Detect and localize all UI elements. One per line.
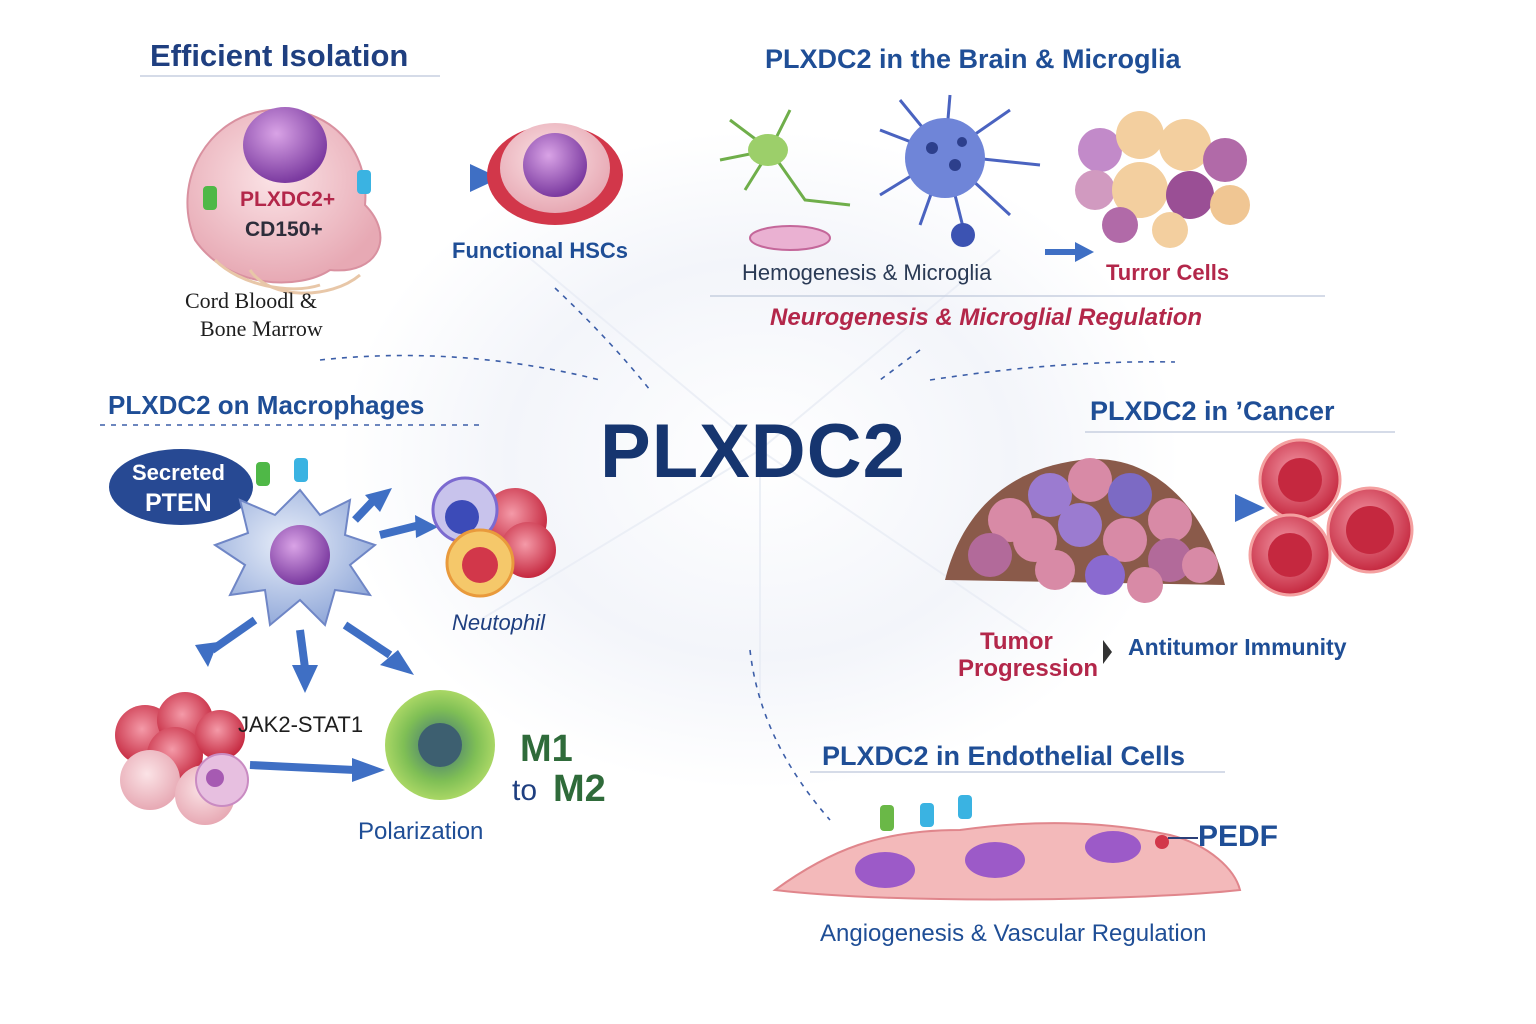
cancer-header: PLXDC2 in ʼCancer bbox=[1090, 396, 1335, 426]
tumor-progression-line-1: Tumor bbox=[980, 628, 1053, 655]
receptor-blue-icon bbox=[294, 458, 308, 482]
pten-badge-line-1: Secreted bbox=[132, 460, 225, 485]
polarization-label: Polarization bbox=[358, 818, 484, 845]
functional-hscs-label: Functional HSCs bbox=[452, 238, 629, 263]
macrophages-header: PLXDC2 on Macrophages bbox=[108, 390, 425, 420]
pten-badge-line-2: PTEN bbox=[145, 489, 212, 517]
source-line-1: Cord Bloodl & bbox=[185, 288, 318, 313]
microglia-blue bbox=[879, 94, 1041, 247]
neuron-green bbox=[719, 109, 851, 207]
m1-label: M1 bbox=[520, 728, 573, 770]
jak2-stat1-label: JAK2-STAT1 bbox=[238, 712, 364, 737]
receptor-blue-icon bbox=[958, 795, 972, 819]
immune-cells bbox=[1248, 438, 1414, 597]
hsc-cell bbox=[487, 123, 623, 225]
endothelial-layer bbox=[772, 795, 1242, 901]
isolation-header: Efficient Isolation bbox=[150, 38, 409, 73]
central-title: PLXDC2 bbox=[600, 409, 906, 494]
receptor-green-icon bbox=[203, 186, 217, 210]
angiogenesis-caption: Angiogenesis & Vascular Regulation bbox=[820, 920, 1207, 947]
tumor-mass bbox=[945, 458, 1225, 603]
m2-label: M2 bbox=[553, 768, 606, 810]
m2-macrophage bbox=[385, 690, 495, 800]
receptor-blue-icon bbox=[357, 170, 371, 194]
hemogenic-cell bbox=[749, 225, 831, 251]
marker-plxdc2: PLXDC2+ bbox=[240, 188, 336, 211]
secreted-pten-badge bbox=[109, 449, 253, 525]
center-rays bbox=[479, 249, 1041, 700]
macrophage-arrows bbox=[209, 499, 421, 774]
receptor-blue-icon bbox=[920, 803, 934, 827]
source-line-2: Bone Marrow bbox=[200, 316, 323, 341]
endothelial-header: PLXDC2 in Endothelial Cells bbox=[822, 741, 1186, 771]
neutrophil-cluster bbox=[431, 476, 556, 598]
antitumor-immunity-label: Antitumor Immunity bbox=[1128, 634, 1347, 660]
receptor-green-icon bbox=[256, 462, 270, 486]
progression-arrow-icon bbox=[1103, 640, 1112, 664]
receptor-green-icon bbox=[880, 805, 894, 831]
to-label: to bbox=[512, 774, 538, 807]
hemogenesis-label: Hemogenesis & Microglia bbox=[742, 260, 992, 285]
red-blood-cells bbox=[115, 692, 249, 825]
tumor-progression-line-2: Progression bbox=[958, 655, 1099, 682]
dashed-connectors bbox=[100, 287, 1176, 821]
neutrophil-label: Neutophil bbox=[452, 610, 545, 635]
neurogenesis-subtitle: Neurogenesis & Microglial Regulation bbox=[770, 304, 1203, 331]
macrophage-cell bbox=[212, 488, 378, 627]
pedf-label: PEDF bbox=[1198, 820, 1279, 853]
marker-cd150: CD150+ bbox=[245, 218, 323, 241]
stem-cell-illustration bbox=[186, 107, 382, 295]
brain-header: PLXDC2 in the Brain & Microglia bbox=[765, 44, 1181, 74]
tumor-cluster-brain bbox=[1075, 111, 1250, 248]
header-underlines bbox=[140, 75, 1395, 773]
tumor-cells-label: Turror Cells bbox=[1106, 260, 1230, 285]
